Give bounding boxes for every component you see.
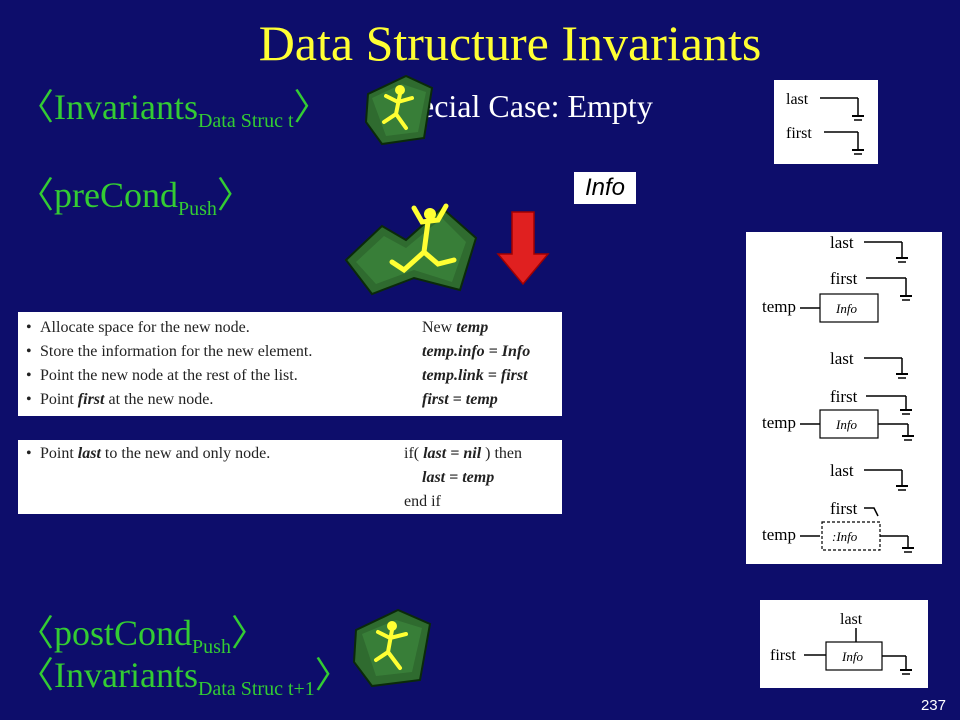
- first-label: first: [830, 387, 858, 406]
- info-chip: Info: [574, 172, 636, 204]
- frog-icon: [344, 203, 478, 296]
- last-label: last: [830, 349, 854, 368]
- precond-sub: Push: [178, 198, 217, 220]
- single-node-diagram: last first Info: [760, 600, 928, 688]
- invariants-t1-main: Invariants: [54, 655, 198, 695]
- push-step-row: • Store the information for the new elem…: [26, 343, 531, 360]
- precond-push-label: 〈preCondPush〉: [18, 175, 253, 220]
- info-node-label: Info: [835, 417, 857, 432]
- invariants-t-sub: Data Struc t: [197, 110, 294, 132]
- first-label: first: [830, 269, 858, 288]
- last-label: last: [830, 461, 854, 480]
- frog-icon: [364, 74, 434, 146]
- first-label: first: [770, 647, 796, 664]
- last-label: last: [840, 611, 863, 628]
- temp-label: temp: [762, 525, 796, 544]
- info-node-label: Info: [841, 649, 863, 664]
- last-label: last: [786, 91, 809, 108]
- empty-case-row: • Point last to the new and only node. i…: [26, 445, 523, 462]
- push-step-row: • Point first at the new node. first = t…: [26, 391, 498, 408]
- temp-label: temp: [762, 297, 796, 316]
- push-step-row: • Point the new node at the rest of the …: [26, 367, 528, 384]
- push-sequence-diagram: last first temp Info last first temp Inf…: [746, 232, 942, 564]
- postcond-push-label: 〈postCondPush〉: [18, 613, 267, 658]
- special-case-text: ecial Case: Empty: [420, 88, 653, 124]
- invariants-t1-sub: Data Struc t+1: [197, 678, 315, 700]
- invariants-t-label: 〈InvariantsData Struc t〉: [18, 87, 330, 132]
- first-label: first: [830, 499, 858, 518]
- precond-main: preCond: [54, 175, 178, 215]
- empty-case-steps-box: • Point last to the new and only node. i…: [18, 440, 562, 514]
- postcond-main: postCond: [54, 613, 193, 653]
- info-node-label: :Info: [832, 529, 858, 544]
- slide-title: Data Structure Invariants: [258, 15, 762, 71]
- temp-label: temp: [762, 413, 796, 432]
- page-number: 237: [920, 697, 946, 714]
- invariants-t1-label: 〈InvariantsData Struc t+1〉: [18, 655, 351, 700]
- push-steps-box: • Allocate space for the new node. New t…: [18, 312, 562, 416]
- invariants-t-main: Invariants: [54, 87, 198, 127]
- frog-icon: [352, 608, 432, 688]
- push-step-row: • Allocate space for the new node. New t…: [26, 319, 489, 336]
- empty-case-row: last = temp: [422, 469, 495, 486]
- first-label: first: [786, 125, 812, 142]
- empty-case-row: end if: [404, 493, 441, 510]
- empty-list-diagram: last first: [774, 80, 878, 164]
- arrow-down-icon: [496, 211, 550, 286]
- info-node-label: Info: [835, 301, 857, 316]
- postcond-sub: Push: [192, 636, 231, 658]
- last-label: last: [830, 233, 854, 252]
